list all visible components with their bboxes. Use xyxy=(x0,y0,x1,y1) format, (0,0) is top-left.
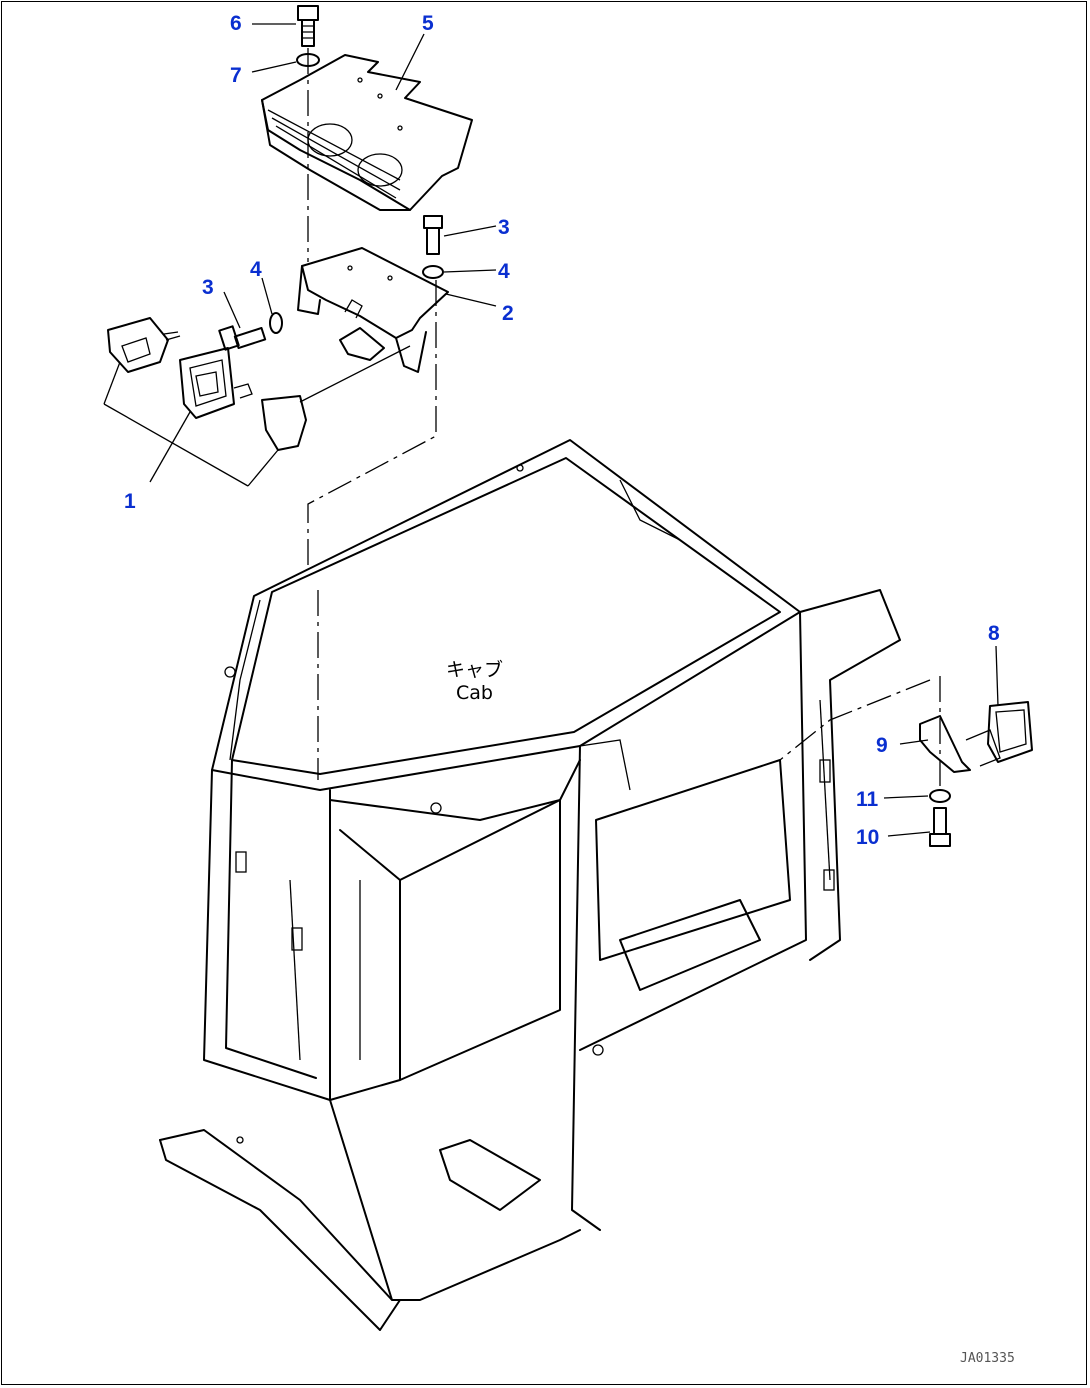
bracket-part-9 xyxy=(919,715,971,773)
bolt-part-3-upper xyxy=(423,215,443,255)
callout-2: 2 xyxy=(502,302,514,325)
lamp-part-1 xyxy=(103,317,307,487)
callout-3-left: 3 xyxy=(202,276,214,299)
callout-1: 1 xyxy=(124,490,136,513)
cab-label-english: Cab xyxy=(456,682,493,704)
lamp-part-8 xyxy=(965,701,1033,767)
callout-labels: 6 5 7 3 4 3 4 2 1 8 9 11 10 xyxy=(124,12,1000,849)
callout-6: 6 xyxy=(230,12,242,35)
drawing-id: JA01335 xyxy=(960,1351,1015,1366)
callout-4-left: 4 xyxy=(250,258,262,281)
callout-9: 9 xyxy=(876,734,888,757)
cover-part-5 xyxy=(261,54,473,211)
callout-4-upper: 4 xyxy=(498,260,510,283)
callout-3-upper: 3 xyxy=(498,216,510,239)
washer-part-11 xyxy=(929,789,951,803)
leader-lines xyxy=(223,23,999,837)
bolt-part-10 xyxy=(929,807,951,847)
bolt-part-6 xyxy=(297,5,319,47)
washer-part-4-left xyxy=(269,312,283,334)
bracket-part-2 xyxy=(297,247,449,373)
cab-frame xyxy=(159,439,901,1331)
washer-part-4-upper xyxy=(422,265,444,279)
cab-label-japanese: キャブ xyxy=(446,658,503,681)
callout-5: 5 xyxy=(422,12,434,35)
callout-11: 11 xyxy=(856,788,879,811)
assembly-lines xyxy=(299,48,941,788)
callout-10: 10 xyxy=(856,826,879,849)
callout-7: 7 xyxy=(230,64,242,87)
callout-8: 8 xyxy=(988,622,1000,645)
bolt-part-3-left xyxy=(218,325,267,351)
